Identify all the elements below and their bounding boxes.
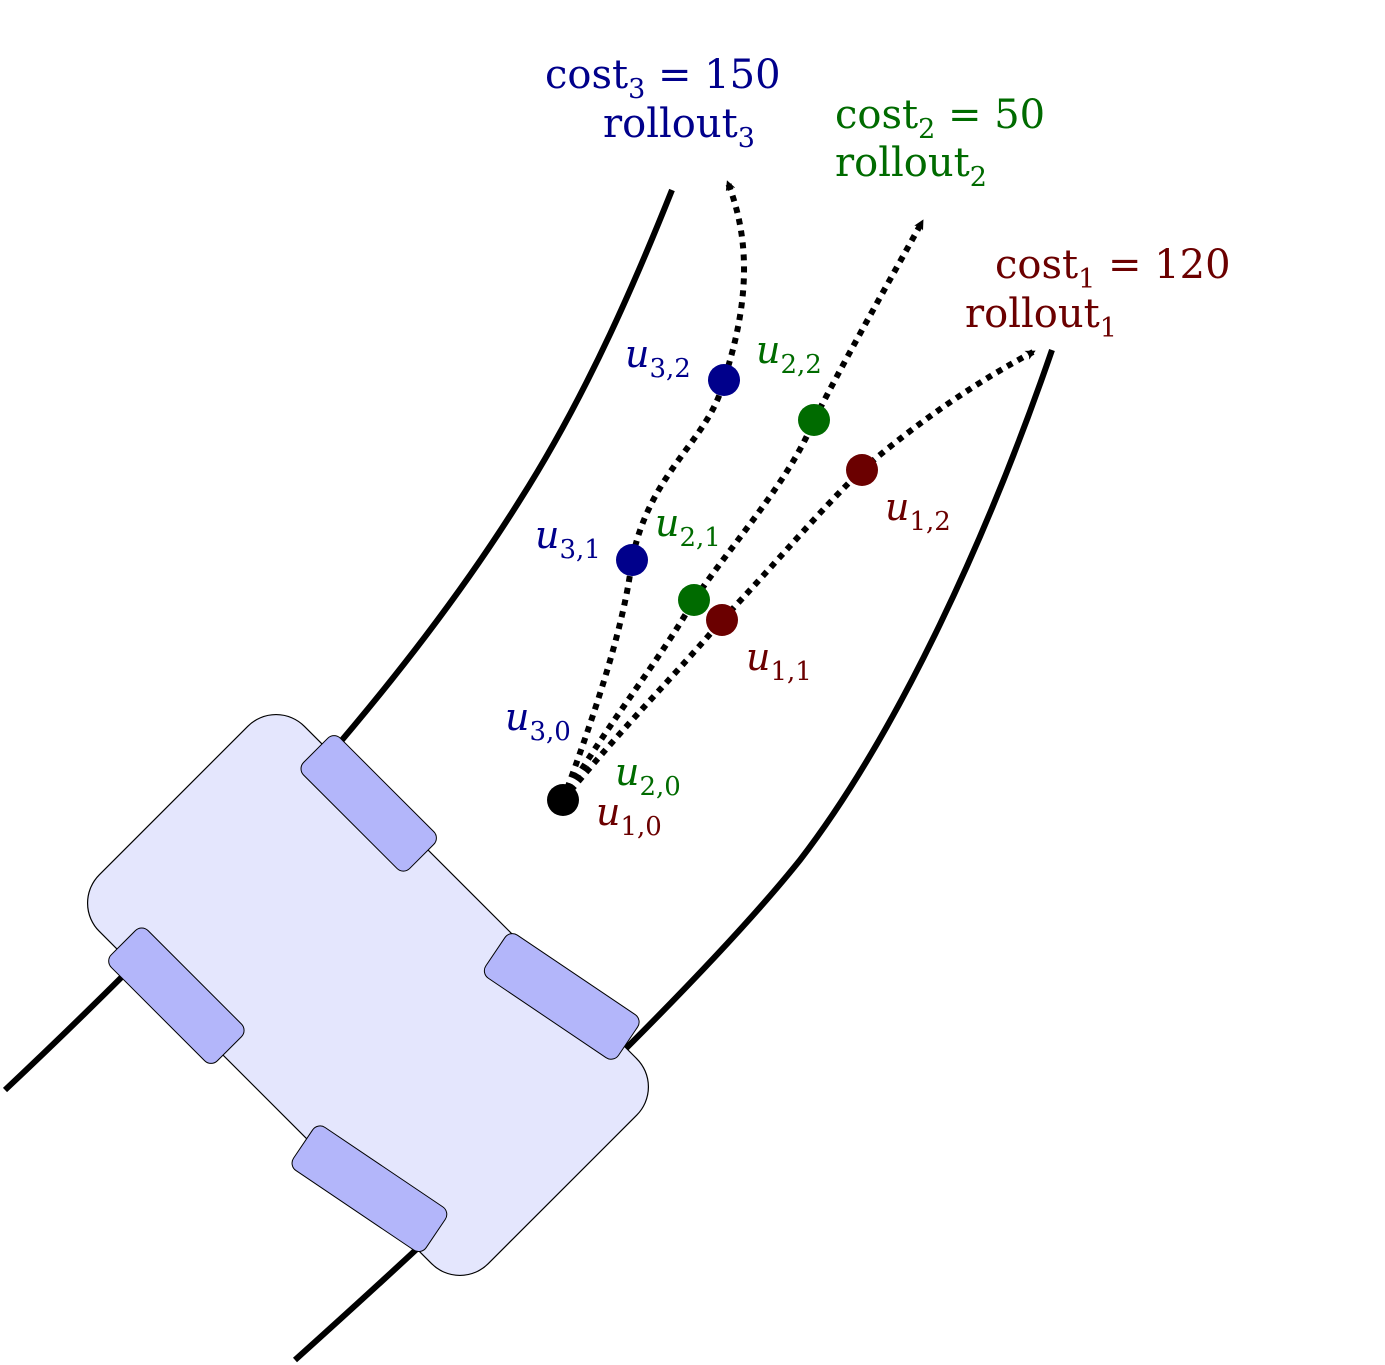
vehicle-wheel-front-left <box>483 933 640 1060</box>
rollout-label-3: rollout3 <box>603 101 755 154</box>
start-point <box>547 784 579 816</box>
rollout-2-path <box>560 219 925 802</box>
vehicle <box>86 713 650 1277</box>
control-point-u32 <box>708 364 740 396</box>
control-label-u10: u1,0 <box>596 790 662 842</box>
cost-label-1: cost1 = 120 <box>995 242 1231 295</box>
rollout-1-path <box>560 349 1036 802</box>
control-point-u11 <box>706 604 738 636</box>
control-label-u31: u3,1 <box>535 513 601 565</box>
control-point-u22 <box>798 404 830 436</box>
control-label-u11: u1,1 <box>746 635 812 687</box>
cost-label-3: cost3 = 150 <box>545 52 781 105</box>
rollout-label-1: rollout1 <box>965 291 1117 344</box>
control-label-u22: u2,2 <box>756 328 822 380</box>
vehicle-wheel-front-right <box>291 1125 448 1253</box>
control-point-u21 <box>678 584 710 616</box>
vehicle-wheel-rear-right <box>108 927 245 1064</box>
control-label-u12: u1,2 <box>885 485 951 537</box>
control-label-u30: u3,0 <box>505 695 571 747</box>
rollout-label-2: rollout2 <box>835 140 987 193</box>
vehicle-body <box>86 713 650 1277</box>
cost-label-2: cost2 = 50 <box>835 92 1045 145</box>
vehicle-wheel-rear-left <box>300 735 437 872</box>
control-label-u20: u2,0 <box>615 750 681 802</box>
control-label-u21: u2,1 <box>655 501 721 553</box>
rollout-3-path <box>560 180 748 802</box>
control-label-u32: u3,2 <box>625 332 691 384</box>
control-point-u12 <box>846 454 878 486</box>
control-point-u31 <box>616 544 648 576</box>
